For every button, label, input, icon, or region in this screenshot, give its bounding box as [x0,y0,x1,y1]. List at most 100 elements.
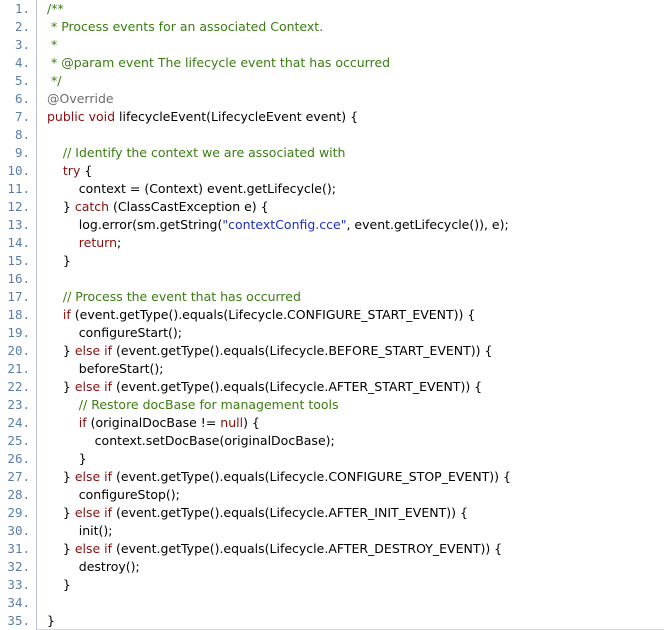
code-token [47,235,79,250]
code-token: beforeStart(); [47,361,164,376]
code-line: 33. } [0,576,664,594]
keyword-token: else if [74,343,113,358]
code-line: 18. if (event.getType().equals(Lifecycle… [0,306,664,324]
line-number: 21. [7,361,30,376]
keyword-token: return [78,235,118,250]
code-token [47,415,79,430]
code-line: 9. // Identify the context we are associ… [0,144,664,162]
code-token [47,289,63,304]
code-text: @Override [47,90,114,108]
code-text: } [47,252,71,270]
code-token: } [47,505,75,520]
code-token: context.setDocBase(originalDocBase); [47,433,335,448]
code-line: 29. } else if (event.getType().equals(Li… [0,504,664,522]
line-number: 25. [7,433,30,448]
code-text: context.setDocBase(originalDocBase); [47,432,335,450]
code-token: (event.getType().equals(Lifecycle.AFTER_… [112,379,483,394]
line-number: 34. [7,595,30,610]
code-line: 5. */ [0,72,664,90]
line-number: 20. [7,343,30,358]
code-token: context = (Context) event.getLifecycle()… [47,181,336,196]
code-line: 14. return; [0,234,664,252]
code-token: (event.getType().equals(Lifecycle.CONFIG… [112,469,511,484]
code-text: } [47,612,55,630]
code-line: 11. context = (Context) event.getLifecyc… [0,180,664,198]
code-text: if (originalDocBase != null) { [47,414,260,432]
keyword-token: else if [74,469,113,484]
line-number: 1. [14,1,30,16]
code-text: // Process the event that has occurred [47,288,301,306]
code-token: configureStop(); [47,487,180,502]
code-token: } [47,451,87,466]
code-token [47,145,63,160]
code-line: 30. init(); [0,522,664,540]
code-text: } [47,576,71,594]
code-line: 13. log.error(sm.getString("contextConfi… [0,216,664,234]
keyword-token: try [62,163,81,178]
line-number: 6. [14,91,30,106]
code-text: // Identify the context we are associate… [47,144,346,162]
code-text: destroy(); [47,558,140,576]
code-line: 4. * @param event The lifecycle event th… [0,54,664,72]
code-token: ) { [243,415,260,430]
code-token [47,163,63,178]
code-token: } [47,199,75,214]
comment-token: // Restore docBase for management tools [78,397,339,412]
line-number: 18. [7,307,30,322]
code-token [47,397,79,412]
string-token: "contextConfig.cce" [222,217,347,232]
line-number: 5. [14,73,30,88]
code-line: 28. configureStop(); [0,486,664,504]
line-number: 29. [7,505,30,520]
comment-token: */ [47,73,62,88]
comment-token: * [47,37,58,52]
code-line: 35.} [0,612,664,630]
line-number: 12. [7,199,30,214]
line-number: 28. [7,487,30,502]
code-line: 1. /** [0,0,664,18]
code-line: 10. try { [0,162,664,180]
code-token [47,307,63,322]
code-text: public void lifecycleEvent(LifecycleEven… [47,108,358,126]
code-line: 32. destroy(); [0,558,664,576]
code-text: } else if (event.getType().equals(Lifecy… [47,504,468,522]
comment-token: * Process events for an associated Conte… [47,19,324,34]
line-number: 35. [7,613,30,628]
code-text: } [47,450,87,468]
code-text: */ [47,72,61,90]
code-line: 7.public void lifecycleEvent(LifecycleEv… [0,108,664,126]
code-text: } else if (event.getType().equals(Lifecy… [47,342,493,360]
keyword-token: catch [74,199,110,214]
code-text: beforeStart(); [47,360,164,378]
code-token: (event.getType().equals(Lifecycle.BEFORE… [112,343,493,358]
line-number: 14. [7,235,30,250]
code-token: init(); [47,523,113,538]
code-text: * Process events for an associated Conte… [47,18,323,36]
code-token: lifecycleEvent(LifecycleEvent event) { [119,109,359,124]
keyword-token: public void [47,109,120,124]
code-line: 2. * Process events for an associated Co… [0,18,664,36]
comment-token: // Process the event that has occurred [62,289,301,304]
line-number: 24. [7,415,30,430]
code-token: } [47,577,71,592]
keyword-token: if [78,415,87,430]
code-text: /** [47,0,64,18]
code-text: * [47,36,57,54]
code-token: { [80,163,93,178]
line-number: 11. [7,181,30,196]
line-number: 22. [7,379,30,394]
code-text: return; [47,234,121,252]
code-line: 12. } catch (ClassCastException e) { [0,198,664,216]
code-line: 16. [0,270,664,288]
line-number: 33. [7,577,30,592]
code-token: } [47,469,75,484]
code-token: (ClassCastException e) { [109,199,269,214]
line-number: 4. [14,55,30,70]
code-text: } else if (event.getType().equals(Lifecy… [47,540,502,558]
code-line: 6. @Override [0,90,664,108]
code-line: 24. if (originalDocBase != null) { [0,414,664,432]
keyword-token: else if [74,379,113,394]
code-line: 3. * [0,36,664,54]
